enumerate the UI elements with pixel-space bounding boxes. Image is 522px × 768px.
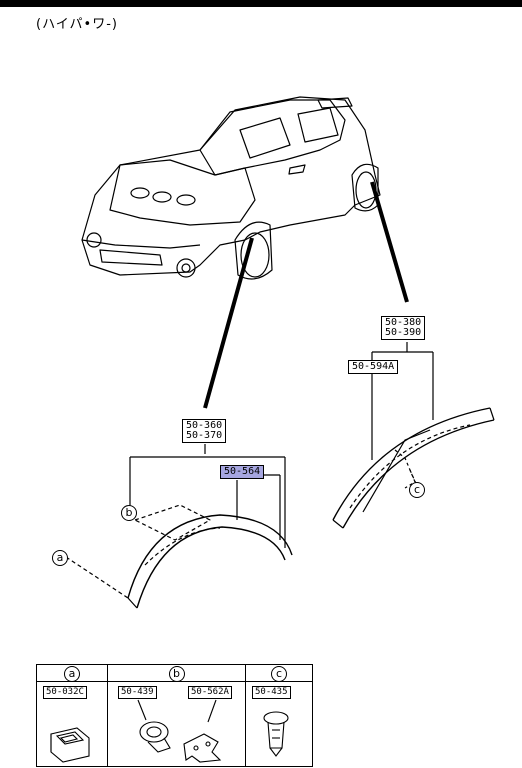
- caption: (ハイパ•ワ-): [36, 17, 118, 32]
- car-illustration: [81, 96, 381, 280]
- legend-key-c: c: [271, 666, 287, 682]
- part-box-front-trim[interactable]: 50-564: [220, 465, 265, 479]
- part-number: 50-594A: [352, 361, 395, 372]
- part-number: 50-390: [385, 327, 422, 338]
- legend-part-number[interactable]: 50-435: [252, 686, 291, 699]
- legend-cell-c: 50-435: [246, 682, 312, 766]
- parts-legend: a b c 50-032C 50-439 50-562A: [36, 664, 313, 767]
- top-bar: [0, 0, 522, 7]
- part-number: 50-370: [186, 430, 223, 441]
- part-number: 50-360: [186, 420, 223, 431]
- part-number: 50-564: [224, 466, 261, 477]
- legend-part-number[interactable]: 50-032C: [43, 686, 87, 699]
- callout-b: b: [121, 505, 137, 521]
- legend-part-number[interactable]: 50-439: [118, 686, 157, 699]
- legend-part-number[interactable]: 50-562A: [188, 686, 232, 699]
- part-box-front-arch[interactable]: 50-360 50-370: [182, 419, 227, 443]
- legend-key-b: b: [168, 666, 185, 682]
- callout-c: c: [409, 482, 425, 498]
- clip-icon: [50, 727, 90, 763]
- part-box-rear-trim[interactable]: 50-594A: [348, 360, 399, 374]
- legend-cell-a: 50-032C: [37, 682, 107, 766]
- push-rivet-icon: [263, 711, 289, 757]
- legend-key-a: a: [64, 666, 80, 682]
- legend-cell-b: 50-439 50-562A: [108, 682, 245, 766]
- fastener-icon: [137, 699, 222, 763]
- part-number: 50-380: [385, 317, 422, 328]
- callout-a: a: [52, 550, 68, 566]
- part-box-rear-arch[interactable]: 50-380 50-390: [381, 316, 426, 340]
